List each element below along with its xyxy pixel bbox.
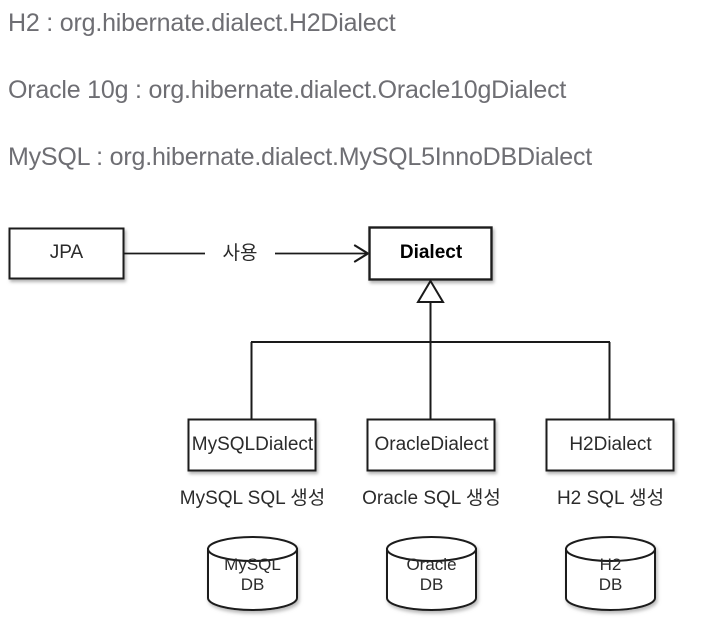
oracle-db-label-line1: Oracle bbox=[406, 555, 457, 574]
generalization-triangle-icon bbox=[416, 279, 445, 303]
h2-db-cylinder-icon bbox=[565, 536, 656, 611]
jpa-box bbox=[8, 227, 125, 280]
h2-db-label-line1: H2 bbox=[599, 555, 622, 574]
h2-dialect-box bbox=[545, 418, 675, 472]
mysql-dialect-box bbox=[187, 418, 317, 472]
oracle-dialect-box bbox=[366, 418, 496, 472]
oracle-db-cylinder-icon bbox=[386, 536, 477, 611]
dialect-box bbox=[368, 226, 493, 281]
dialect-config-line-h2: H2 : org.hibernate.dialect.H2Dialect bbox=[8, 9, 396, 37]
dialect-config-line-oracle: Oracle 10g : org.hibernate.dialect.Oracl… bbox=[8, 76, 567, 104]
mysql-db-cylinder-icon bbox=[207, 536, 298, 611]
oracle-dialect-caption: Oracle SQL 생성 bbox=[362, 488, 501, 509]
h2-db-label-line2: DB bbox=[598, 575, 623, 594]
h2-dialect-caption: H2 SQL 생성 bbox=[556, 488, 665, 509]
mysql-db-label-line2: DB bbox=[240, 575, 265, 594]
association-label-usage: 사용 bbox=[205, 243, 275, 265]
association-arrowhead-icon bbox=[353, 244, 370, 263]
mysql-db-label-line1: MySQL bbox=[224, 555, 281, 574]
dialect-config-line-mysql: MySQL : org.hibernate.dialect.MySQL5Inno… bbox=[8, 143, 592, 171]
mysql-dialect-caption: MySQL SQL 생성 bbox=[179, 488, 326, 509]
oracle-db-label-line2: DB bbox=[419, 575, 444, 594]
